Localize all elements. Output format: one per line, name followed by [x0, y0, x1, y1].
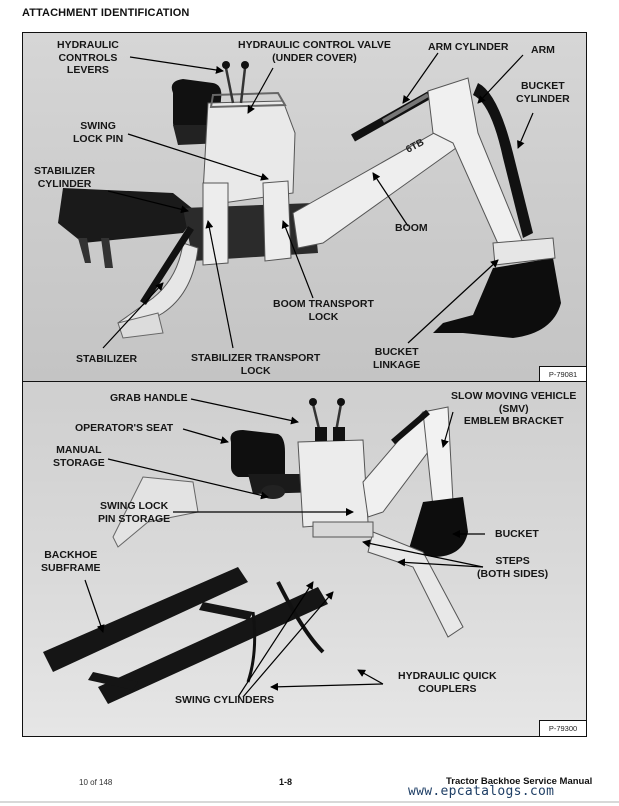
- arm-shape: [422, 406, 454, 508]
- callout-hydraulic-controls-levers: HYDRAULIC CONTROLS LEVERS: [57, 39, 119, 76]
- arrow-arm-cylinder: [402, 52, 439, 104]
- arrow-arm: [477, 54, 524, 104]
- backhoe-illustration-top: 6TB: [58, 52, 561, 349]
- arrow-operators-seat: [182, 428, 229, 444]
- callout-manual-storage: MANUAL STORAGE: [53, 444, 105, 469]
- callout-smv-emblem-bracket: SLOW MOVING VEHICLE (SMV) EMBLEM BRACKET: [451, 390, 577, 427]
- seat-shape: [230, 430, 285, 477]
- callout-stabilizer-transport-lock: STABILIZER TRANSPORT LOCK: [191, 352, 321, 377]
- callout-swing-cylinders: SWING CYLINDERS: [175, 694, 275, 706]
- arrow-bucket-cylinder: [517, 112, 534, 149]
- manual-title: Tractor Backhoe Service Manual: [446, 776, 593, 787]
- callout-backhoe-subframe: BACKHOE SUBFRAME: [41, 549, 101, 574]
- arrow-stabilizer: [102, 282, 164, 349]
- callout-arm: ARM: [531, 44, 555, 56]
- bucket-shape: [433, 258, 561, 338]
- figure-attachment-side-view: 6TB HYDRAULIC CONTROLS LEVERS: [22, 32, 587, 383]
- figure-attachment-rear-view: GRAB HANDLE OPERATOR'S SEAT MANUAL STORA…: [22, 381, 587, 737]
- callout-boom: BOOM: [395, 222, 428, 234]
- arrow-swing-cylinder-2: [242, 591, 334, 698]
- arrow-smv-bracket: [441, 411, 454, 448]
- arrow-stabilizer-transport-lock: [205, 220, 234, 349]
- page-count: 10 of 148: [79, 778, 113, 787]
- callout-boom-transport-lock: BOOM TRANSPORT LOCK: [273, 298, 374, 323]
- arrow-steps-right: [397, 558, 484, 568]
- arrow-hydraulic-controls-levers: [129, 56, 224, 74]
- callout-hydraulic-quick-couplers: HYDRAULIC QUICK COUPLERS: [398, 670, 497, 695]
- callout-hydraulic-control-valve: HYDRAULIC CONTROL VALVE (UNDER COVER): [238, 39, 391, 64]
- callout-bucket: BUCKET: [495, 528, 539, 540]
- page-number: 1-8: [279, 777, 293, 787]
- subframe-shape: [58, 188, 198, 268]
- callout-grab-handle: GRAB HANDLE: [110, 392, 188, 404]
- arrow-steps-left: [362, 539, 484, 568]
- callout-stabilizer-cylinder: STABILIZER CYLINDER: [34, 165, 96, 190]
- boom-shape: [292, 127, 464, 249]
- arrow-stabilizer-cylinder: [107, 190, 189, 214]
- arrow-hydraulic-control-valve: [247, 67, 274, 114]
- arrow-boom-transport-lock: [281, 220, 314, 299]
- arrow-swing-cylinder-1: [237, 581, 314, 698]
- bucket-shape: [408, 497, 468, 557]
- arrow-quick-coupler-1: [270, 682, 384, 691]
- watermark-link[interactable]: www.epcatalogs.com: [408, 784, 555, 799]
- callout-swing-lock-pin: SWING LOCK PIN: [73, 120, 124, 145]
- control-tower-shape: [297, 439, 369, 528]
- page-heading: ATTACHMENT IDENTIFICATION: [22, 7, 190, 19]
- arrow-boom: [372, 172, 409, 227]
- arrow-bucket-linkage: [407, 259, 499, 344]
- callout-swing-lock-pin-storage: SWING LOCK PIN STORAGE: [98, 500, 171, 525]
- figure-id-label: P-79081: [539, 366, 586, 382]
- callout-steps: STEPS (BOTH SIDES): [477, 555, 549, 580]
- callout-stabilizer: STABILIZER: [76, 353, 138, 365]
- callout-bucket-cylinder: BUCKET CYLINDER: [516, 80, 570, 105]
- arrow-manual-storage: [107, 458, 269, 500]
- figure-id-label: P-79300: [539, 720, 586, 736]
- callout-bucket-linkage: BUCKET LINKAGE: [373, 346, 421, 371]
- arrow-grab-handle: [190, 398, 299, 425]
- arrow-swing-lock-pin: [127, 133, 269, 181]
- callout-arm-cylinder: ARM CYLINDER: [428, 41, 509, 53]
- arrow-quick-coupler-2: [357, 669, 384, 685]
- subframe-shape: [43, 567, 328, 704]
- arrow-backhoe-subframe: [84, 579, 105, 633]
- backhoe-illustration-bottom: [43, 398, 485, 704]
- callout-operators-seat: OPERATOR'S SEAT: [75, 422, 174, 434]
- page-bottom-rule: [0, 801, 619, 803]
